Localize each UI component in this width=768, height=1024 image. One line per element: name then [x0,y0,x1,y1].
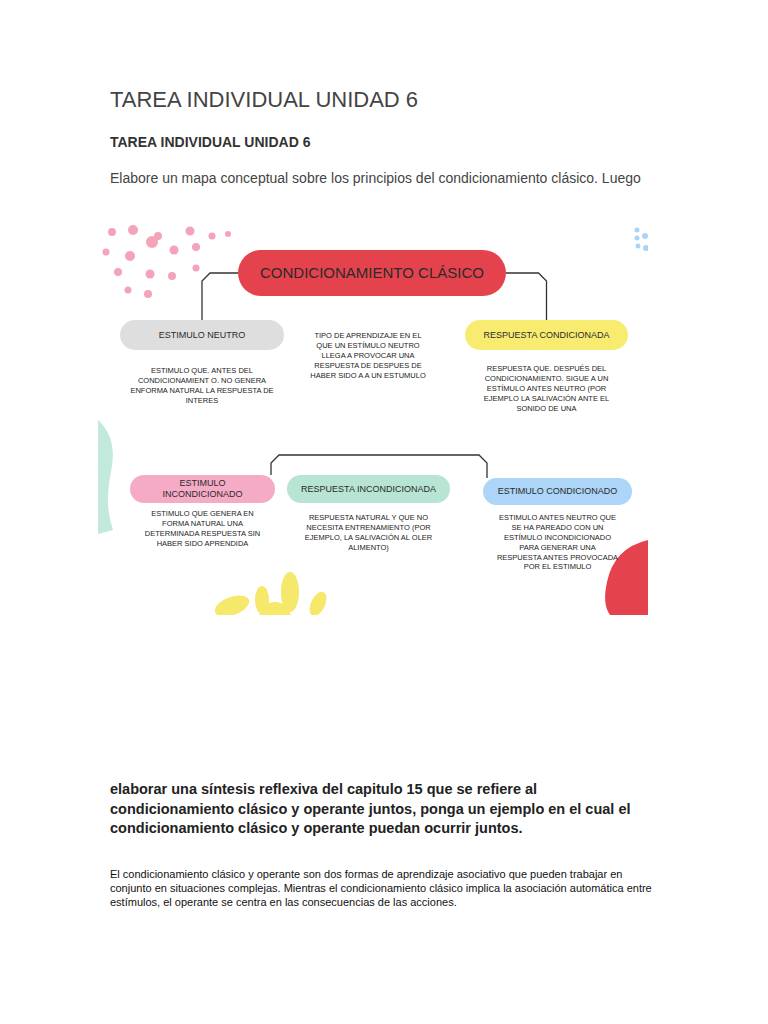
text-label: Elabore un mapa conceptual sobre los pri… [110,168,670,188]
concept-pill: RESPUESTA INCONDICIONADARESPUESTA NATURA… [287,475,450,503]
red-blob [605,540,648,615]
yellow-splash [212,572,330,615]
decoration-group [98,225,648,615]
teal-blob [98,420,113,534]
text-label: TAREA INDIVIDUAL UNIDAD 6 [110,133,670,151]
text-label: El condicionamiento clásico y operante s… [110,868,658,909]
concept-definition: ESTIMULO QUE. ANTES DEL CONDICIONAMIENT … [127,366,277,406]
concept-heading: RESPUESTA INCONDICIONADA [301,484,436,495]
concept-definition: ESTIMULO QUE GENERA EN FORMA NATURAL UNA… [139,509,267,549]
concept-pill: RESPUESTA CONDICIONADARESPUESTA QUE. DES… [465,320,628,350]
pink-dots [103,225,232,298]
text-label: TIPO DE APRENDIZAJE EN EL QUE UN ESTÍMUL… [310,331,426,380]
concept-definition: ESTIMULO ANTES NEUTRO QUE SE HA PAREADO … [497,513,619,572]
concept-pill: ESTIMULO INCONDICIONADOESTIMULO QUE GENE… [130,475,275,503]
text-label: elaborar una síntesis reflexiva del capi… [110,780,650,839]
connector-line [202,273,238,320]
concept-pill: ESTIMULO NEUTROESTIMULO QUE. ANTES DEL C… [120,320,284,350]
concept-heading: ESTIMULO NEUTRO [159,330,246,341]
page-title: TAREA INDIVIDUAL UNIDAD 6 [110,86,670,114]
concept-definition: RESPUESTA NATURAL Y QUE NO NECESITA ENTR… [299,513,439,553]
title-pill: CONDICIONAMIENTO CLÁSICO [238,250,506,296]
concept-heading: CONDICIONAMIENTO CLÁSICO [260,264,484,282]
concept-pill: ESTIMULO CONDICIONADOESTIMULO ANTES NEUT… [483,478,632,505]
blue-dots [635,228,649,252]
connector-line [506,273,547,320]
concept-heading: RESPUESTA CONDICIONADA [484,330,610,341]
concept-heading: ESTIMULO INCONDICIONADO [142,478,263,500]
concept-heading: ESTIMULO CONDICIONADO [498,486,618,497]
concept-definition: RESPUESTA QUE. DESPUÉS DEL CONDICIONAMIE… [472,364,622,413]
